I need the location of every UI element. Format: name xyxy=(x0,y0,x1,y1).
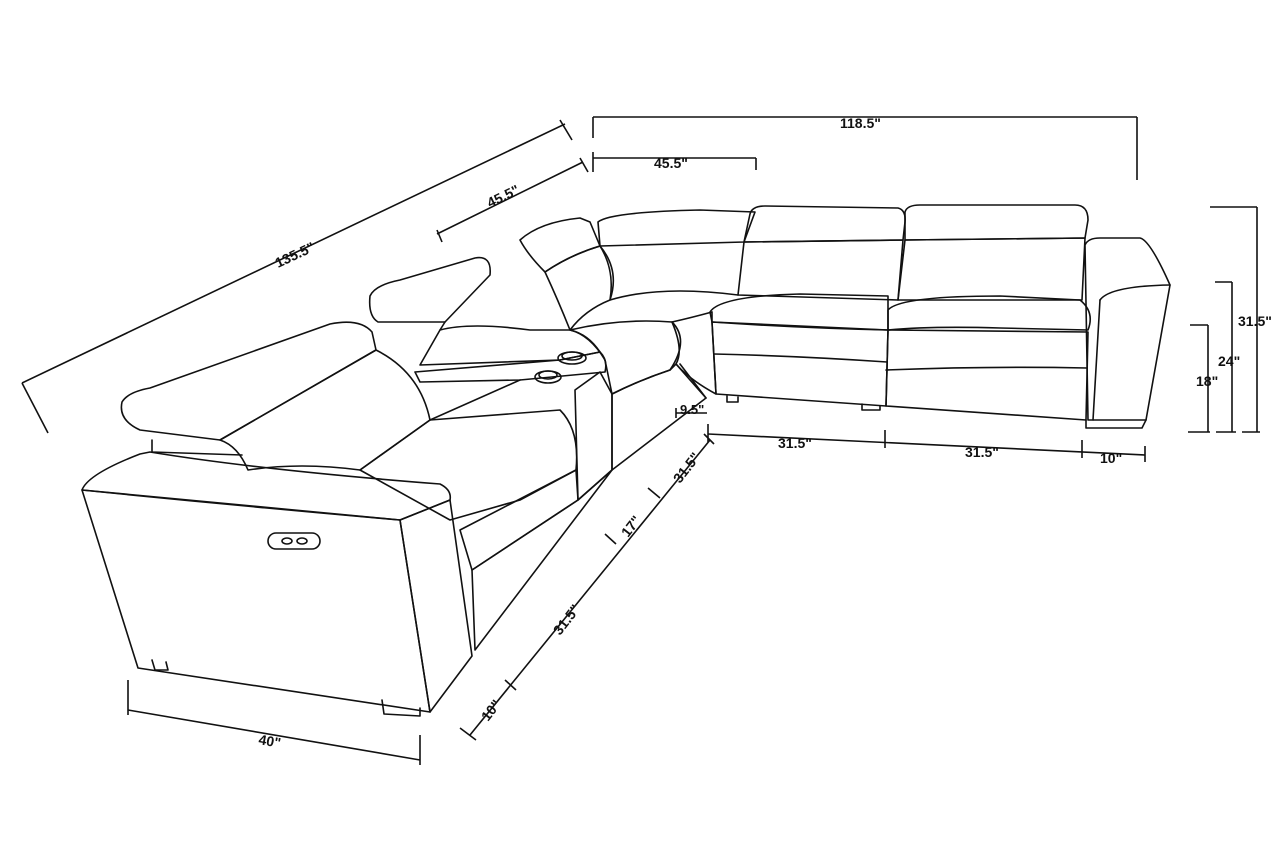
label-arm-height: 24" xyxy=(1218,353,1240,369)
label-right-console-run: 45.5" xyxy=(654,155,688,171)
left-seat-front-1 xyxy=(459,469,579,571)
label-left-seat-1: 31.5" xyxy=(550,601,583,638)
left-back-corner xyxy=(544,245,613,331)
dimension-lines xyxy=(21,116,1260,765)
left-seat-front-corner xyxy=(611,363,707,471)
left-headrest-2 xyxy=(368,256,492,323)
left-arm-top xyxy=(81,451,452,521)
left-arm-front xyxy=(399,499,473,713)
left-arm-side xyxy=(81,489,431,713)
right-headrest-1 xyxy=(743,205,906,243)
power-button-2[interactable] xyxy=(296,537,308,545)
console-back xyxy=(419,325,601,366)
label-right-seat-1: 31.5" xyxy=(778,435,812,451)
left-seat-footrest xyxy=(471,469,613,651)
label-corner-wedge: 9.5" xyxy=(680,402,704,417)
corner-back xyxy=(597,209,756,247)
label-seat-height: 18" xyxy=(1196,373,1218,389)
right-headrest-2 xyxy=(904,204,1089,241)
label-overall-diagonal: 135.5" xyxy=(273,239,318,271)
label-right-seat-2: 31.5" xyxy=(965,444,999,460)
left-back-cushion-1 xyxy=(219,349,431,471)
console-front xyxy=(574,371,613,501)
label-left-console-run: 45.5" xyxy=(484,181,521,210)
right-back-cushion-1 xyxy=(737,239,904,301)
dimension-labels: 118.5" 45.5" 135.5" 45.5" 31.5" 24" 18" … xyxy=(257,115,1271,751)
label-right-arm: 10" xyxy=(1100,450,1122,466)
label-overall-height: 31.5" xyxy=(1238,313,1272,329)
left-headrest-1 xyxy=(120,321,377,441)
left-seat-cushion-1 xyxy=(359,409,578,521)
label-console-width: 17" xyxy=(618,512,644,539)
right-seat-cushion-2 xyxy=(887,295,1091,331)
right-seat-front-2 xyxy=(885,329,1089,421)
right-back-cushion-2 xyxy=(897,237,1086,301)
left-arm-foot-front xyxy=(381,699,421,717)
label-overall-width: 118.5" xyxy=(840,115,881,131)
console-top xyxy=(414,351,607,383)
left-arm-foot xyxy=(151,659,169,671)
label-depth: 40" xyxy=(257,731,282,751)
left-headrest-corner xyxy=(519,217,601,273)
right-seat-front-1 xyxy=(711,321,889,407)
sofa-outline xyxy=(81,204,1171,717)
corner-wedge-back xyxy=(599,245,739,301)
power-button-panel[interactable] xyxy=(267,532,321,550)
power-button-1[interactable] xyxy=(281,537,293,545)
